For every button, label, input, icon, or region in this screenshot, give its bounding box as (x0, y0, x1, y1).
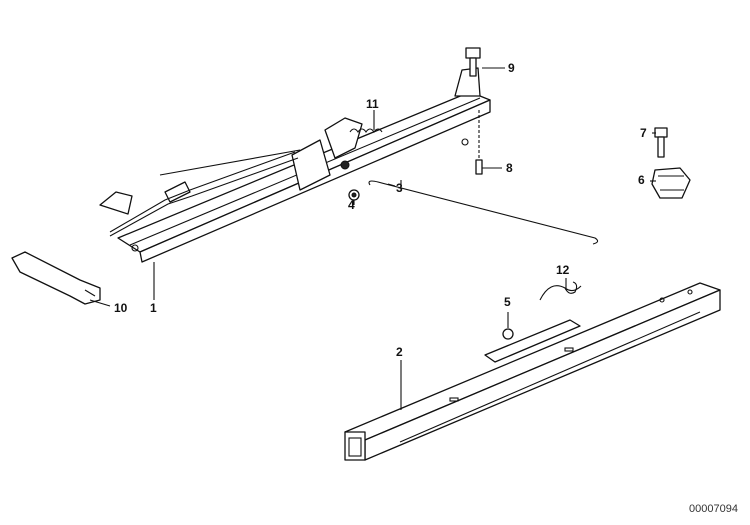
callout-5: 5 (504, 295, 511, 309)
nut-5 (502, 312, 514, 340)
spring-12 (539, 278, 582, 301)
callout-12: 12 (556, 263, 570, 277)
callout-10: 10 (114, 301, 128, 315)
clip-nut-6 (650, 167, 691, 199)
release-lever (11, 149, 301, 307)
callout-1: 1 (150, 301, 157, 315)
callout-3: 3 (396, 181, 403, 195)
callout-6: 6 (638, 173, 645, 187)
seat-rail-left (99, 67, 491, 263)
callout-2: 2 (396, 345, 403, 359)
bolt-9 (465, 47, 505, 77)
rod-3 (368, 180, 599, 245)
callout-4: 4 (348, 198, 355, 212)
callout-8: 8 (506, 161, 513, 175)
bolt-8 (475, 110, 502, 175)
nut-4 (348, 189, 360, 205)
callout-11: 11 (366, 97, 379, 111)
bolt-7 (652, 127, 668, 158)
adjuster-mechanism (324, 117, 383, 170)
callout-9: 9 (508, 61, 515, 75)
document-number: 00007094 (689, 503, 738, 515)
seat-rail-right (344, 282, 721, 461)
callout-7: 7 (640, 126, 647, 140)
